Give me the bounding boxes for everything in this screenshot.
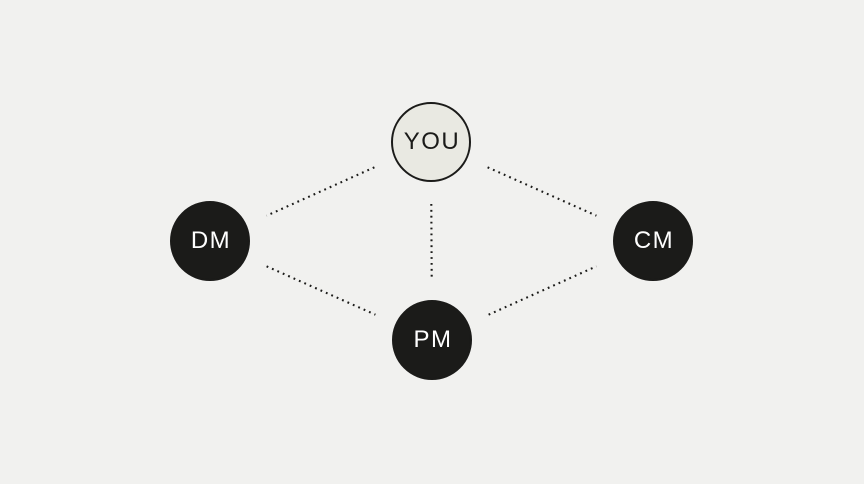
node-you: YOU xyxy=(391,102,471,182)
edge-you-cm xyxy=(487,166,597,217)
edge-you-dm xyxy=(266,166,375,217)
node-dm-label: DM xyxy=(190,227,232,254)
edge-pm-cm xyxy=(488,265,597,316)
node-dm: DM xyxy=(170,201,250,281)
edge-dm-pm xyxy=(266,265,376,316)
node-cm: CM xyxy=(613,201,693,281)
node-pm-label: PM xyxy=(413,326,453,353)
node-pm: PM xyxy=(392,300,472,380)
node-you-label: YOU xyxy=(403,128,461,155)
node-cm-label: CM xyxy=(633,227,675,254)
